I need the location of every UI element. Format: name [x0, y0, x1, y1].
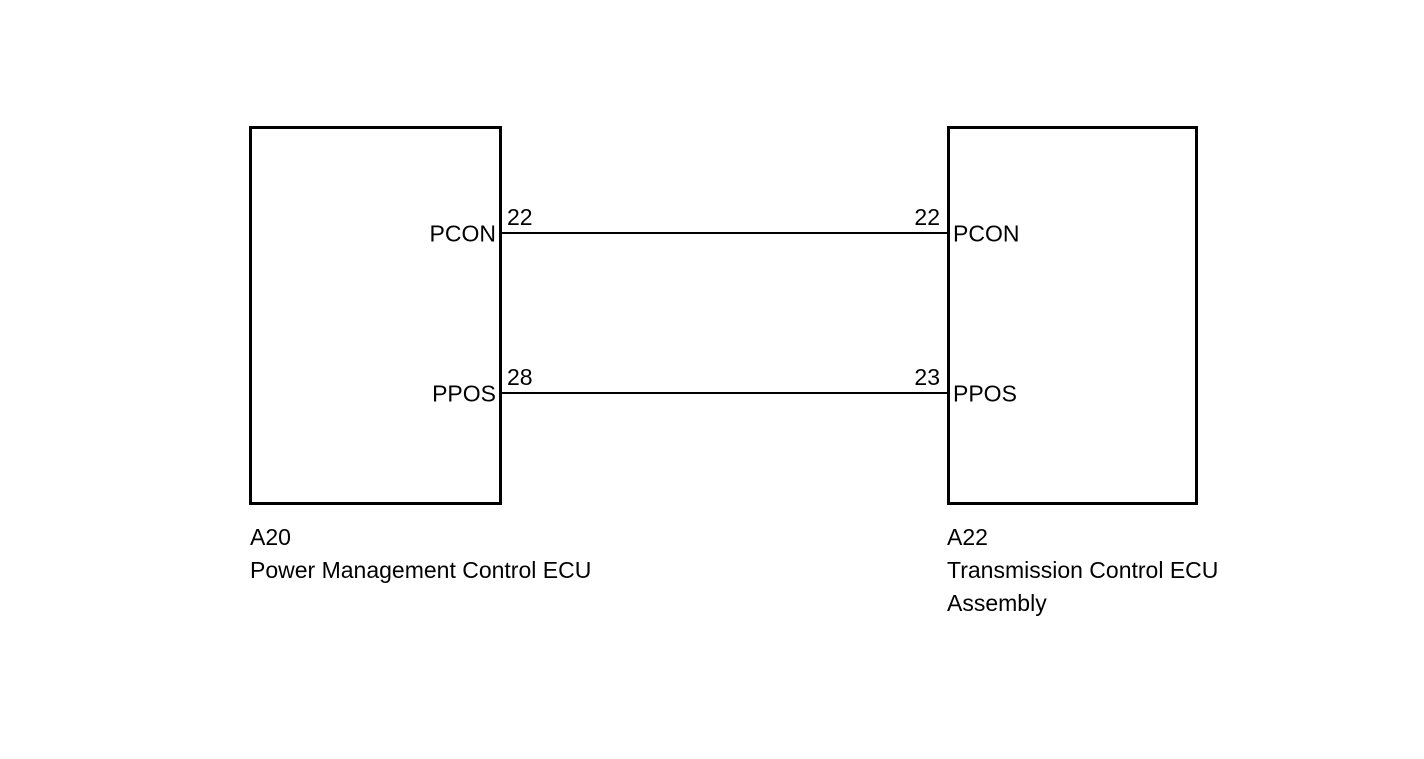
wire-ppos — [502, 392, 947, 394]
pin-number-a22-pcon: 22 — [914, 204, 940, 230]
component-id-a22: A22 — [947, 524, 988, 550]
component-name-a22-line2: Assembly — [947, 590, 1047, 616]
terminal-label-a22-ppos: PPOS — [953, 380, 1017, 407]
component-id-a20: A20 — [250, 524, 291, 550]
ecu-box-a20 — [249, 126, 502, 505]
terminal-label-a22-pcon: PCON — [953, 220, 1020, 247]
wire-pcon — [502, 232, 947, 234]
component-name-a22-line1: Transmission Control ECU — [947, 557, 1219, 583]
pin-number-a22-ppos: 23 — [914, 364, 940, 390]
caption-a22: A22 Transmission Control ECU Assembly — [947, 521, 1218, 620]
pin-number-a20-pcon: 22 — [507, 204, 533, 230]
terminal-label-a20-ppos: PPOS — [432, 380, 496, 407]
ecu-box-a22 — [947, 126, 1198, 505]
pin-number-a20-ppos: 28 — [507, 364, 533, 390]
terminal-label-a20-pcon: PCON — [429, 220, 496, 247]
caption-a20: A20 Power Management Control ECU — [250, 521, 591, 587]
component-name-a20: Power Management Control ECU — [250, 557, 592, 583]
